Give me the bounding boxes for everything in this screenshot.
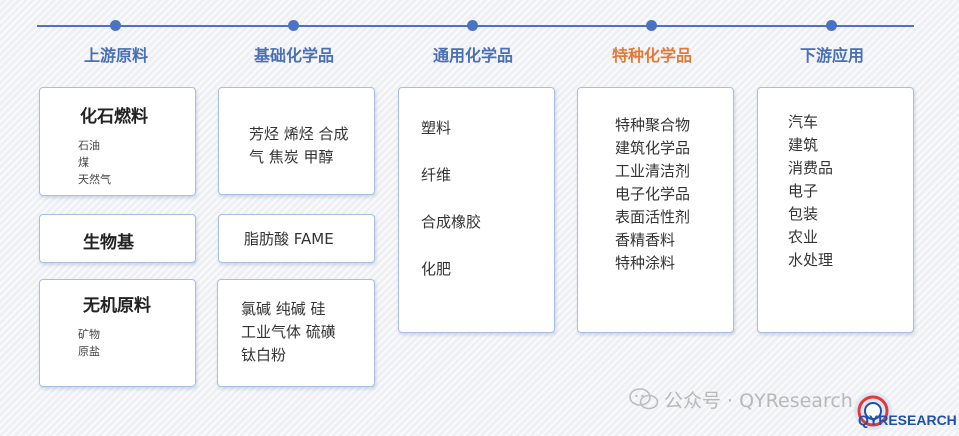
list-item: 农业: [788, 228, 819, 246]
text-line: 钛白粉: [241, 346, 287, 364]
list-item: 电子: [788, 182, 819, 200]
list-item: 塑料: [421, 119, 452, 137]
basic-chemicals-box-3: 氯碱 纯碱 硅 工业气体 硫磺 钛白粉: [217, 279, 375, 387]
general-chemicals-box: 塑料 纤维 合成橡胶 化肥: [398, 87, 555, 333]
basic-chemicals-text: 脂肪酸 FAME: [244, 228, 334, 251]
list-item: 特种聚合物: [615, 116, 691, 134]
list-item: 电子化学品: [615, 185, 691, 203]
list-item: 天然气: [78, 173, 111, 186]
list-item: 包装: [788, 205, 819, 223]
stage-downstream: 下游应用: [799, 46, 864, 65]
fossil-fuel-box: 化石燃料 石油 煤 天然气: [39, 87, 196, 196]
list-item: 煤: [78, 156, 89, 169]
stage-general: 通用化学品: [432, 46, 513, 65]
list-item: 化肥: [421, 260, 452, 278]
list-item: 工业清洁剂: [615, 162, 691, 180]
fossil-fuel-list: 石油 煤 天然气: [78, 137, 111, 188]
stage-upstream: 上游原料: [83, 46, 148, 65]
text-line: 工业气体 硫磺: [241, 323, 336, 341]
downstream-list: 汽车 建筑 消费品 电子 包装 农业 水处理: [788, 111, 833, 272]
text-line: 气 焦炭 甲醇: [249, 148, 334, 166]
inorganic-box: 无机原料 矿物 原盐: [39, 279, 196, 387]
inorganic-title: 无机原料: [83, 296, 151, 316]
list-item: 矿物: [78, 328, 100, 341]
list-item: 汽车: [788, 113, 819, 131]
basic-chemicals-text: 氯碱 纯碱 硅 工业气体 硫磺 钛白粉: [241, 298, 336, 367]
list-item: 香精香料: [615, 231, 676, 249]
list-item: 建筑: [788, 136, 819, 154]
downstream-box: 汽车 建筑 消费品 电子 包装 农业 水处理: [757, 87, 914, 333]
bio-based-box: 生物基: [39, 214, 196, 263]
fossil-fuel-title: 化石燃料: [80, 107, 148, 127]
logo-text: QYRESEARCH: [858, 412, 957, 428]
watermark-text: 公众号 · QYResearch: [664, 390, 853, 412]
list-item: 合成橡胶: [421, 213, 482, 231]
text-line: 芳烃 烯烃 合成: [249, 125, 349, 143]
qyresearch-logo: [854, 392, 892, 430]
wechat-icon: [629, 388, 659, 410]
timeline-dot: [110, 20, 121, 31]
timeline-dot: [826, 20, 837, 31]
list-item: 表面活性剂: [615, 208, 691, 226]
list-item: 特种涂料: [615, 254, 676, 272]
general-chemicals-list: 塑料 纤维 合成橡胶 化肥: [421, 117, 481, 281]
timeline-dot: [467, 20, 478, 31]
list-item: 石油: [78, 139, 100, 152]
basic-chemicals-box-2: 脂肪酸 FAME: [218, 214, 375, 263]
list-item: 消费品: [788, 159, 834, 177]
inorganic-list: 矿物 原盐: [78, 326, 100, 360]
timeline-dot: [646, 20, 657, 31]
timeline-dot: [288, 20, 299, 31]
list-item: 原盐: [78, 345, 100, 358]
stage-basic: 基础化学品: [253, 46, 334, 65]
stage-specialty: 特种化学品: [611, 46, 692, 65]
list-item: 建筑化学品: [615, 139, 691, 157]
specialty-chemicals-list: 特种聚合物 建筑化学品 工业清洁剂 电子化学品 表面活性剂 香精香料 特种涂料: [615, 114, 690, 275]
basic-chemicals-text: 芳烃 烯烃 合成 气 焦炭 甲醇: [249, 123, 349, 169]
basic-chemicals-box-1: 芳烃 烯烃 合成 气 焦炭 甲醇: [218, 87, 375, 195]
list-item: 纤维: [421, 166, 452, 184]
bio-based-title: 生物基: [83, 233, 134, 253]
text-line: 脂肪酸 FAME: [244, 230, 334, 248]
list-item: 水处理: [788, 251, 834, 269]
specialty-chemicals-box: 特种聚合物 建筑化学品 工业清洁剂 电子化学品 表面活性剂 香精香料 特种涂料: [577, 87, 734, 333]
text-line: 氯碱 纯碱 硅: [241, 300, 326, 318]
